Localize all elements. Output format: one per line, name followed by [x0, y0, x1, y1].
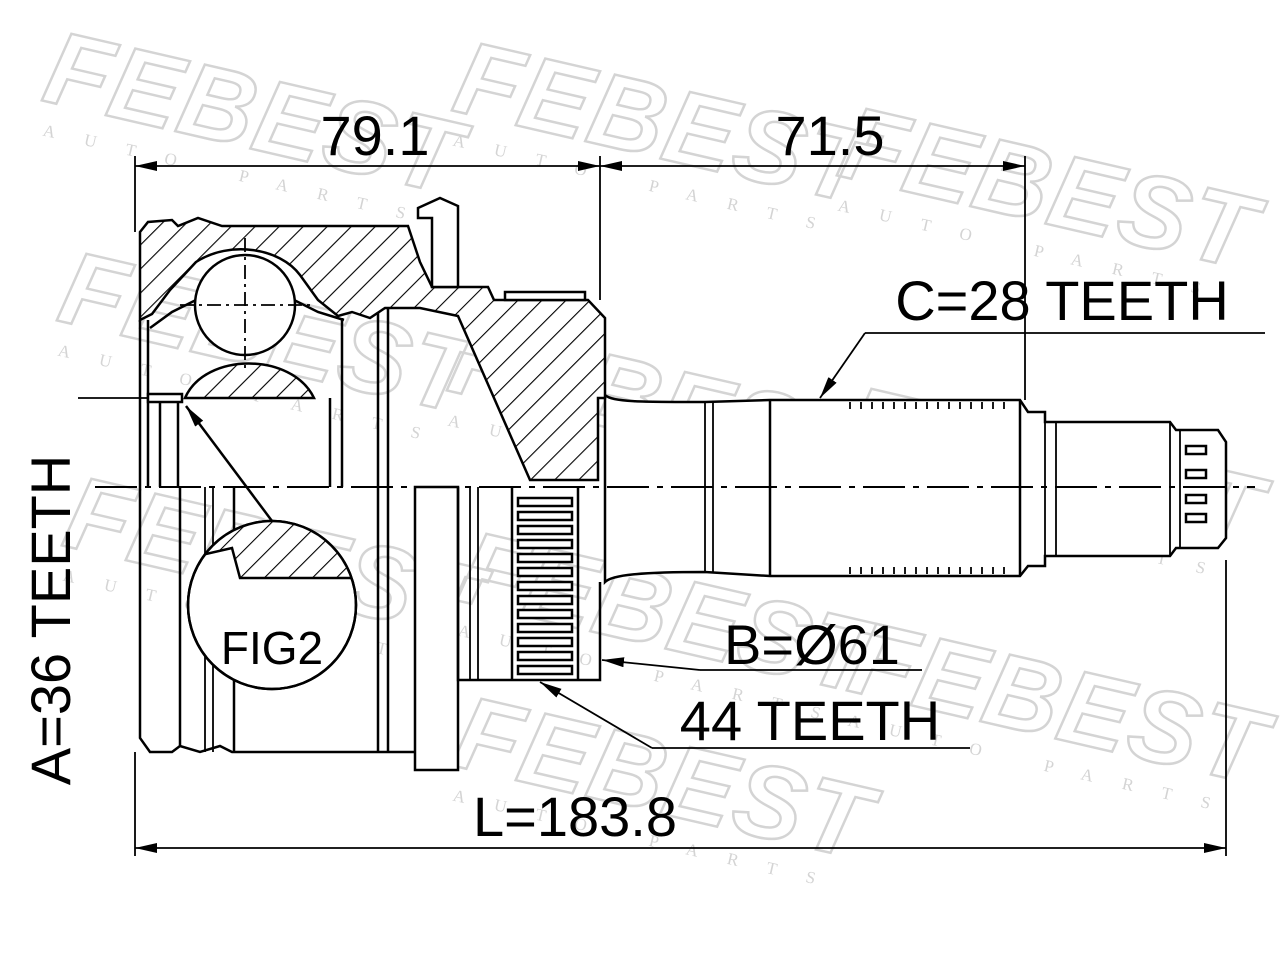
- cage-line: [149, 298, 197, 330]
- abs-tooth: [516, 524, 574, 536]
- abs-tooth: [516, 608, 574, 620]
- abs-tooth: [516, 552, 574, 564]
- detail-label: FIG2: [221, 622, 323, 674]
- abs-tooth: [516, 594, 574, 606]
- abs-tooth: [516, 566, 574, 578]
- cage-line: [293, 298, 345, 322]
- dimension-bottom: L=183.8: [134, 560, 1227, 856]
- abs-tooth: [516, 636, 574, 648]
- abs-tooth: [516, 580, 574, 592]
- stub-outline: [456, 487, 602, 682]
- abs-tooth: [516, 650, 574, 662]
- abs-teeth-leader: [539, 681, 653, 749]
- abs-teeth-label: 44 TEETH: [680, 689, 940, 752]
- outer-spline-label: C=28 TEETH: [895, 269, 1229, 332]
- boot-lip: [416, 196, 460, 289]
- thread-groove: [1184, 468, 1208, 480]
- shaft-outline: [603, 391, 1228, 586]
- abs-ring-teeth: [516, 496, 574, 676]
- housing-hatched-section: [138, 216, 607, 482]
- outer-spline-leader: [819, 332, 866, 399]
- abs-tooth: [516, 496, 574, 508]
- thread-groove: [1184, 512, 1208, 524]
- abs-tooth: [516, 664, 574, 676]
- stub-lip: [503, 290, 587, 302]
- outer-spline-ticks: [849, 402, 1005, 574]
- dimension-79-1: 79.1: [321, 104, 430, 167]
- housing-flange: [413, 485, 460, 772]
- detail-leader: [184, 405, 274, 522]
- callout-abs-teeth: 44 TEETH: [539, 681, 970, 752]
- abs-tooth: [516, 510, 574, 522]
- overall-length-label: L=183.8: [473, 785, 677, 848]
- callout-outer-spline: C=28 TEETH: [819, 269, 1265, 399]
- callout-abs-diameter: B=Ø61: [601, 613, 922, 676]
- abs-tooth: [516, 538, 574, 550]
- stem-shaft: [603, 391, 1228, 586]
- abs-diameter-leader: [601, 657, 701, 671]
- dimension-71-5: 71.5: [776, 104, 885, 167]
- spline-seat: [146, 392, 184, 404]
- dimension-top: 79.1 71.5: [134, 104, 1026, 400]
- thread-groove: [1184, 444, 1208, 456]
- abs-diameter-label: B=Ø61: [724, 613, 900, 676]
- thread-groove: [1184, 493, 1208, 505]
- abs-tooth: [516, 622, 574, 634]
- inner-race-section: [183, 362, 316, 400]
- inner-spline-label: A=36 TEETH: [19, 455, 82, 785]
- callout-inner-spline: A=36 TEETH: [19, 397, 148, 785]
- housing-section-upper: [138, 196, 607, 487]
